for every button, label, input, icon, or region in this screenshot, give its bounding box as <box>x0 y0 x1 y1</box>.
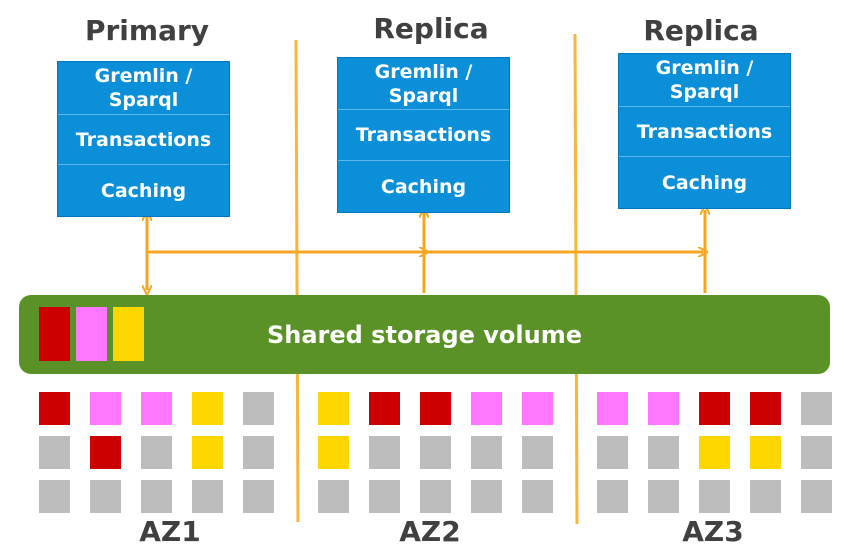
segment-cell-pink <box>90 392 121 425</box>
segment-cell-gray <box>243 480 274 513</box>
segment-cell-gray <box>39 480 70 513</box>
az-divider-1 <box>294 39 300 523</box>
segment-cell-pink <box>471 392 502 425</box>
node-stack-replica-2: Gremlin / Sparql Transactions Caching <box>618 53 791 209</box>
segment-cell-gray <box>597 436 628 469</box>
segment-cell-gray <box>243 392 274 425</box>
segment-cell-gray <box>243 436 274 469</box>
segment-cell-gray <box>522 436 553 469</box>
segment-cell-gray <box>648 436 679 469</box>
segment-cell-pink <box>141 392 172 425</box>
segment-cell-gray <box>420 480 451 513</box>
az-label-2: AZ2 <box>399 515 461 548</box>
segment-cell-gray <box>699 480 730 513</box>
segment-cell-gray <box>192 480 223 513</box>
node-stack-replica-1: Gremlin / Sparql Transactions Caching <box>337 57 510 213</box>
node-title-primary: Primary <box>84 14 210 47</box>
segment-cell-pink <box>597 392 628 425</box>
segment-cell-pink <box>522 392 553 425</box>
storage-block-yellow <box>113 307 144 361</box>
segment-cell-red <box>699 392 730 425</box>
segment-cell-red <box>90 436 121 469</box>
segment-cell-gray <box>597 480 628 513</box>
segment-cell-gray <box>369 480 400 513</box>
segment-cell-gray <box>750 480 781 513</box>
layer-transactions: Transactions <box>338 110 509 161</box>
segment-cell-yellow <box>318 392 349 425</box>
segment-cell-gray <box>648 480 679 513</box>
az-label-3: AZ3 <box>682 515 744 548</box>
node-stack-primary: Gremlin / Sparql Transactions Caching <box>57 61 230 217</box>
segment-cell-gray <box>801 436 832 469</box>
node-title-replica-2: Replica <box>643 14 759 47</box>
az-divider-2 <box>573 33 579 525</box>
segment-cell-yellow <box>750 436 781 469</box>
segment-cell-yellow <box>318 436 349 469</box>
segment-cell-yellow <box>192 436 223 469</box>
storage-block-pink <box>76 307 107 361</box>
segment-cell-gray <box>471 480 502 513</box>
segment-cell-gray <box>39 436 70 469</box>
layer-caching: Caching <box>380 175 467 198</box>
segment-cell-pink <box>648 392 679 425</box>
layer-gremlin-sparql: Gremlin / Sparql <box>619 54 790 107</box>
layer-gremlin-sparql: Gremlin / Sparql <box>58 62 229 115</box>
shared-storage-volume: Shared storage volume <box>19 295 830 374</box>
segment-cell-gray <box>801 480 832 513</box>
segment-cell-gray <box>471 436 502 469</box>
layer-gremlin-sparql: Gremlin / Sparql <box>338 58 509 110</box>
segment-cell-yellow <box>192 392 223 425</box>
layer-transactions: Transactions <box>58 115 229 165</box>
layer-caching: Caching <box>661 171 748 194</box>
segment-cell-gray <box>801 392 832 425</box>
segment-cell-red <box>750 392 781 425</box>
storage-block-red <box>39 307 70 361</box>
segment-cell-red <box>420 392 451 425</box>
node-title-replica-1: Replica <box>373 12 489 45</box>
az-label-1: AZ1 <box>139 515 201 548</box>
segment-cell-yellow <box>699 436 730 469</box>
segment-cell-gray <box>369 436 400 469</box>
segment-cell-gray <box>318 480 349 513</box>
layer-caching: Caching <box>100 179 187 202</box>
segment-cell-red <box>39 392 70 425</box>
segment-cell-gray <box>420 436 451 469</box>
segment-cell-red <box>369 392 400 425</box>
layer-transactions: Transactions <box>619 107 790 157</box>
storage-label: Shared storage volume <box>266 320 583 349</box>
segment-cell-gray <box>141 480 172 513</box>
segment-cell-gray <box>90 480 121 513</box>
segment-cell-gray <box>522 480 553 513</box>
segment-cell-gray <box>141 436 172 469</box>
